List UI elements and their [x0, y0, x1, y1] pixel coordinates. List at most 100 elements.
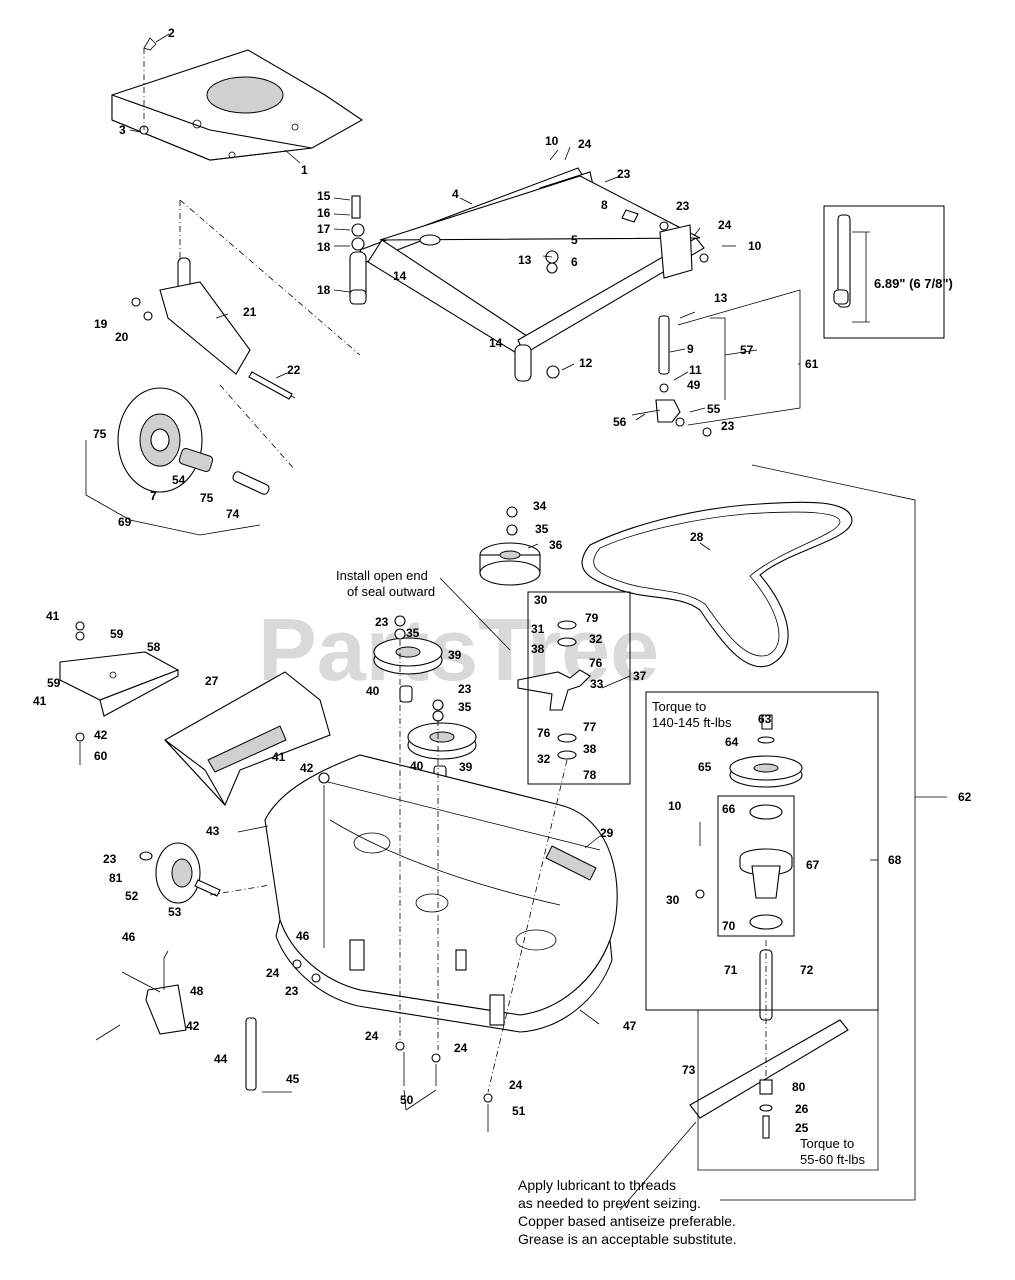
callout-24e: 24 — [454, 1041, 468, 1055]
callout-59a: 59 — [110, 627, 124, 641]
assembly-box-37 — [527, 591, 631, 785]
callout-24a: 24 — [578, 137, 592, 151]
watermark-text: PartsTree — [258, 600, 659, 699]
callout-22: 22 — [287, 363, 301, 377]
callout-2: 2 — [168, 26, 175, 40]
rod-9-drawing — [655, 315, 681, 423]
callout-33: 33 — [590, 677, 604, 691]
callout-7: 7 — [150, 489, 157, 503]
drive-belt-drawing — [581, 501, 853, 668]
callout-46a: 46 — [296, 929, 310, 943]
gauge-wheel-drawing — [139, 842, 221, 904]
callout-13a: 13 — [518, 253, 532, 267]
callout-64: 64 — [725, 735, 739, 749]
lift-frame-drawing — [349, 167, 705, 382]
callout-65: 65 — [698, 760, 712, 774]
callout-36: 36 — [549, 538, 563, 552]
lube-note-line2: as needed to prevent seizing. — [518, 1195, 701, 1211]
callout-23f: 23 — [103, 852, 117, 866]
parts-artwork — [59, 37, 945, 1201]
callout-38b: 38 — [583, 742, 597, 756]
leader-lines — [95, 33, 947, 1211]
callout-69: 69 — [118, 515, 132, 529]
callout-28: 28 — [690, 530, 704, 544]
callout-75a: 75 — [93, 427, 107, 441]
spring-29-drawing — [545, 845, 597, 881]
diagram-notes: 6.89" (6 7/8") Install open end of seal … — [336, 276, 953, 1247]
callout-66: 66 — [722, 802, 736, 816]
callout-44: 44 — [214, 1052, 228, 1066]
callout-38a: 38 — [531, 642, 545, 656]
callout-59b: 59 — [47, 676, 61, 690]
callout-25: 25 — [795, 1121, 809, 1135]
callout-31: 31 — [531, 622, 545, 636]
callout-35c: 35 — [458, 700, 472, 714]
callout-73: 73 — [682, 1063, 696, 1077]
callout-52: 52 — [125, 889, 139, 903]
callout-60: 60 — [94, 749, 108, 763]
callout-6: 6 — [571, 255, 578, 269]
torque-spindle-line2: 140-145 ft-lbs — [652, 715, 732, 730]
callout-35a: 35 — [535, 522, 549, 536]
lube-note-line1: Apply lubricant to threads — [518, 1177, 676, 1193]
torque-spindle-line1: Torque to — [652, 699, 706, 714]
callout-56: 56 — [613, 415, 627, 429]
callout-80: 80 — [792, 1080, 806, 1094]
callout-14b: 14 — [489, 336, 503, 350]
callout-40a: 40 — [366, 684, 380, 698]
lube-note-line4: Grease is an acceptable substitute. — [518, 1231, 737, 1247]
callout-41a: 41 — [46, 609, 60, 623]
callout-29: 29 — [600, 826, 614, 840]
detail-inset-box — [823, 205, 945, 339]
idler-arm-drawing — [517, 620, 591, 760]
callout-53: 53 — [168, 905, 182, 919]
callout-47: 47 — [623, 1019, 637, 1033]
callout-15: 15 — [317, 189, 331, 203]
callout-57: 57 — [740, 343, 754, 357]
callout-39a: 39 — [448, 648, 462, 662]
measurement-note: 6.89" (6 7/8") — [874, 276, 953, 291]
seal-note-line2: of seal outward — [347, 584, 435, 599]
callout-70: 70 — [722, 919, 736, 933]
callout-18b: 18 — [317, 283, 331, 297]
callout-10b: 10 — [748, 239, 762, 253]
callout-61: 61 — [805, 357, 819, 371]
callout-23g: 23 — [285, 984, 299, 998]
callout-17: 17 — [317, 222, 331, 236]
callout-79: 79 — [585, 611, 599, 625]
callout-41c: 41 — [272, 750, 286, 764]
callout-42c: 42 — [186, 1019, 200, 1033]
callout-8: 8 — [601, 198, 608, 212]
callout-23c: 23 — [721, 419, 735, 433]
callout-27: 27 — [205, 674, 219, 688]
callout-58: 58 — [147, 640, 161, 654]
callout-74: 74 — [226, 507, 240, 521]
callout-78: 78 — [583, 768, 597, 782]
callout-4: 4 — [452, 187, 459, 201]
callout-10a: 10 — [545, 134, 559, 148]
callout-24f: 24 — [509, 1078, 523, 1092]
callout-46b: 46 — [122, 930, 136, 944]
callout-71: 71 — [724, 963, 738, 977]
callout-62: 62 — [958, 790, 972, 804]
callout-68: 68 — [888, 853, 902, 867]
callout-30b: 30 — [666, 893, 680, 907]
callout-30a: 30 — [534, 593, 548, 607]
callout-77: 77 — [583, 720, 597, 734]
callout-23b: 23 — [676, 199, 690, 213]
deck-pulleys-drawing — [373, 637, 477, 783]
callout-13b: 13 — [714, 291, 728, 305]
callout-1: 1 — [301, 163, 308, 177]
callout-76b: 76 — [537, 726, 551, 740]
callout-9: 9 — [687, 342, 694, 356]
callout-55: 55 — [707, 402, 721, 416]
wheel-bracket-drawing — [159, 257, 296, 400]
callout-45: 45 — [286, 1072, 300, 1086]
callout-16: 16 — [317, 206, 331, 220]
callout-26: 26 — [795, 1102, 809, 1116]
discharge-chute-drawing — [164, 671, 331, 806]
callout-34: 34 — [533, 499, 547, 513]
callout-43: 43 — [206, 824, 220, 838]
callout-23e: 23 — [458, 682, 472, 696]
